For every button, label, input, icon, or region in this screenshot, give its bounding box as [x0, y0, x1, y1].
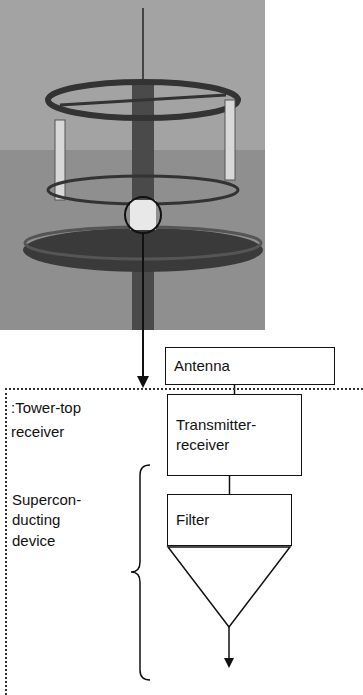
upper-railing: [48, 176, 238, 204]
highlight-circle: [125, 197, 161, 233]
mast-top: [142, 8, 144, 80]
box-label: Filter: [176, 510, 209, 530]
amplifier-symbol: [168, 547, 290, 627]
output-arrow: [224, 658, 234, 668]
process-box: Transmitter-receiver: [167, 394, 302, 476]
photo-ground: [0, 0, 265, 330]
ring-brace: [60, 95, 226, 105]
process-box: Antenna: [165, 347, 335, 385]
side-antenna: [55, 120, 65, 200]
connector-line: [229, 476, 230, 494]
box-label: Antenna: [174, 356, 230, 376]
dotted-region: :Tower-top receiver Transmitter-receiverF…: [5, 388, 363, 695]
group-label: Supercon- ducting device: [12, 490, 90, 551]
box-label: Transmitter-receiver: [176, 415, 276, 456]
output-line: [228, 627, 230, 662]
side-antenna: [225, 100, 235, 180]
region-label: :Tower-top receiver: [11, 396, 106, 444]
antenna-ring: [48, 82, 238, 118]
process-box: Filter: [167, 494, 292, 546]
pointer-head: [137, 376, 149, 388]
receiver-unit: [130, 200, 156, 230]
bracket: [131, 465, 150, 680]
pointer-line: [142, 233, 144, 378]
